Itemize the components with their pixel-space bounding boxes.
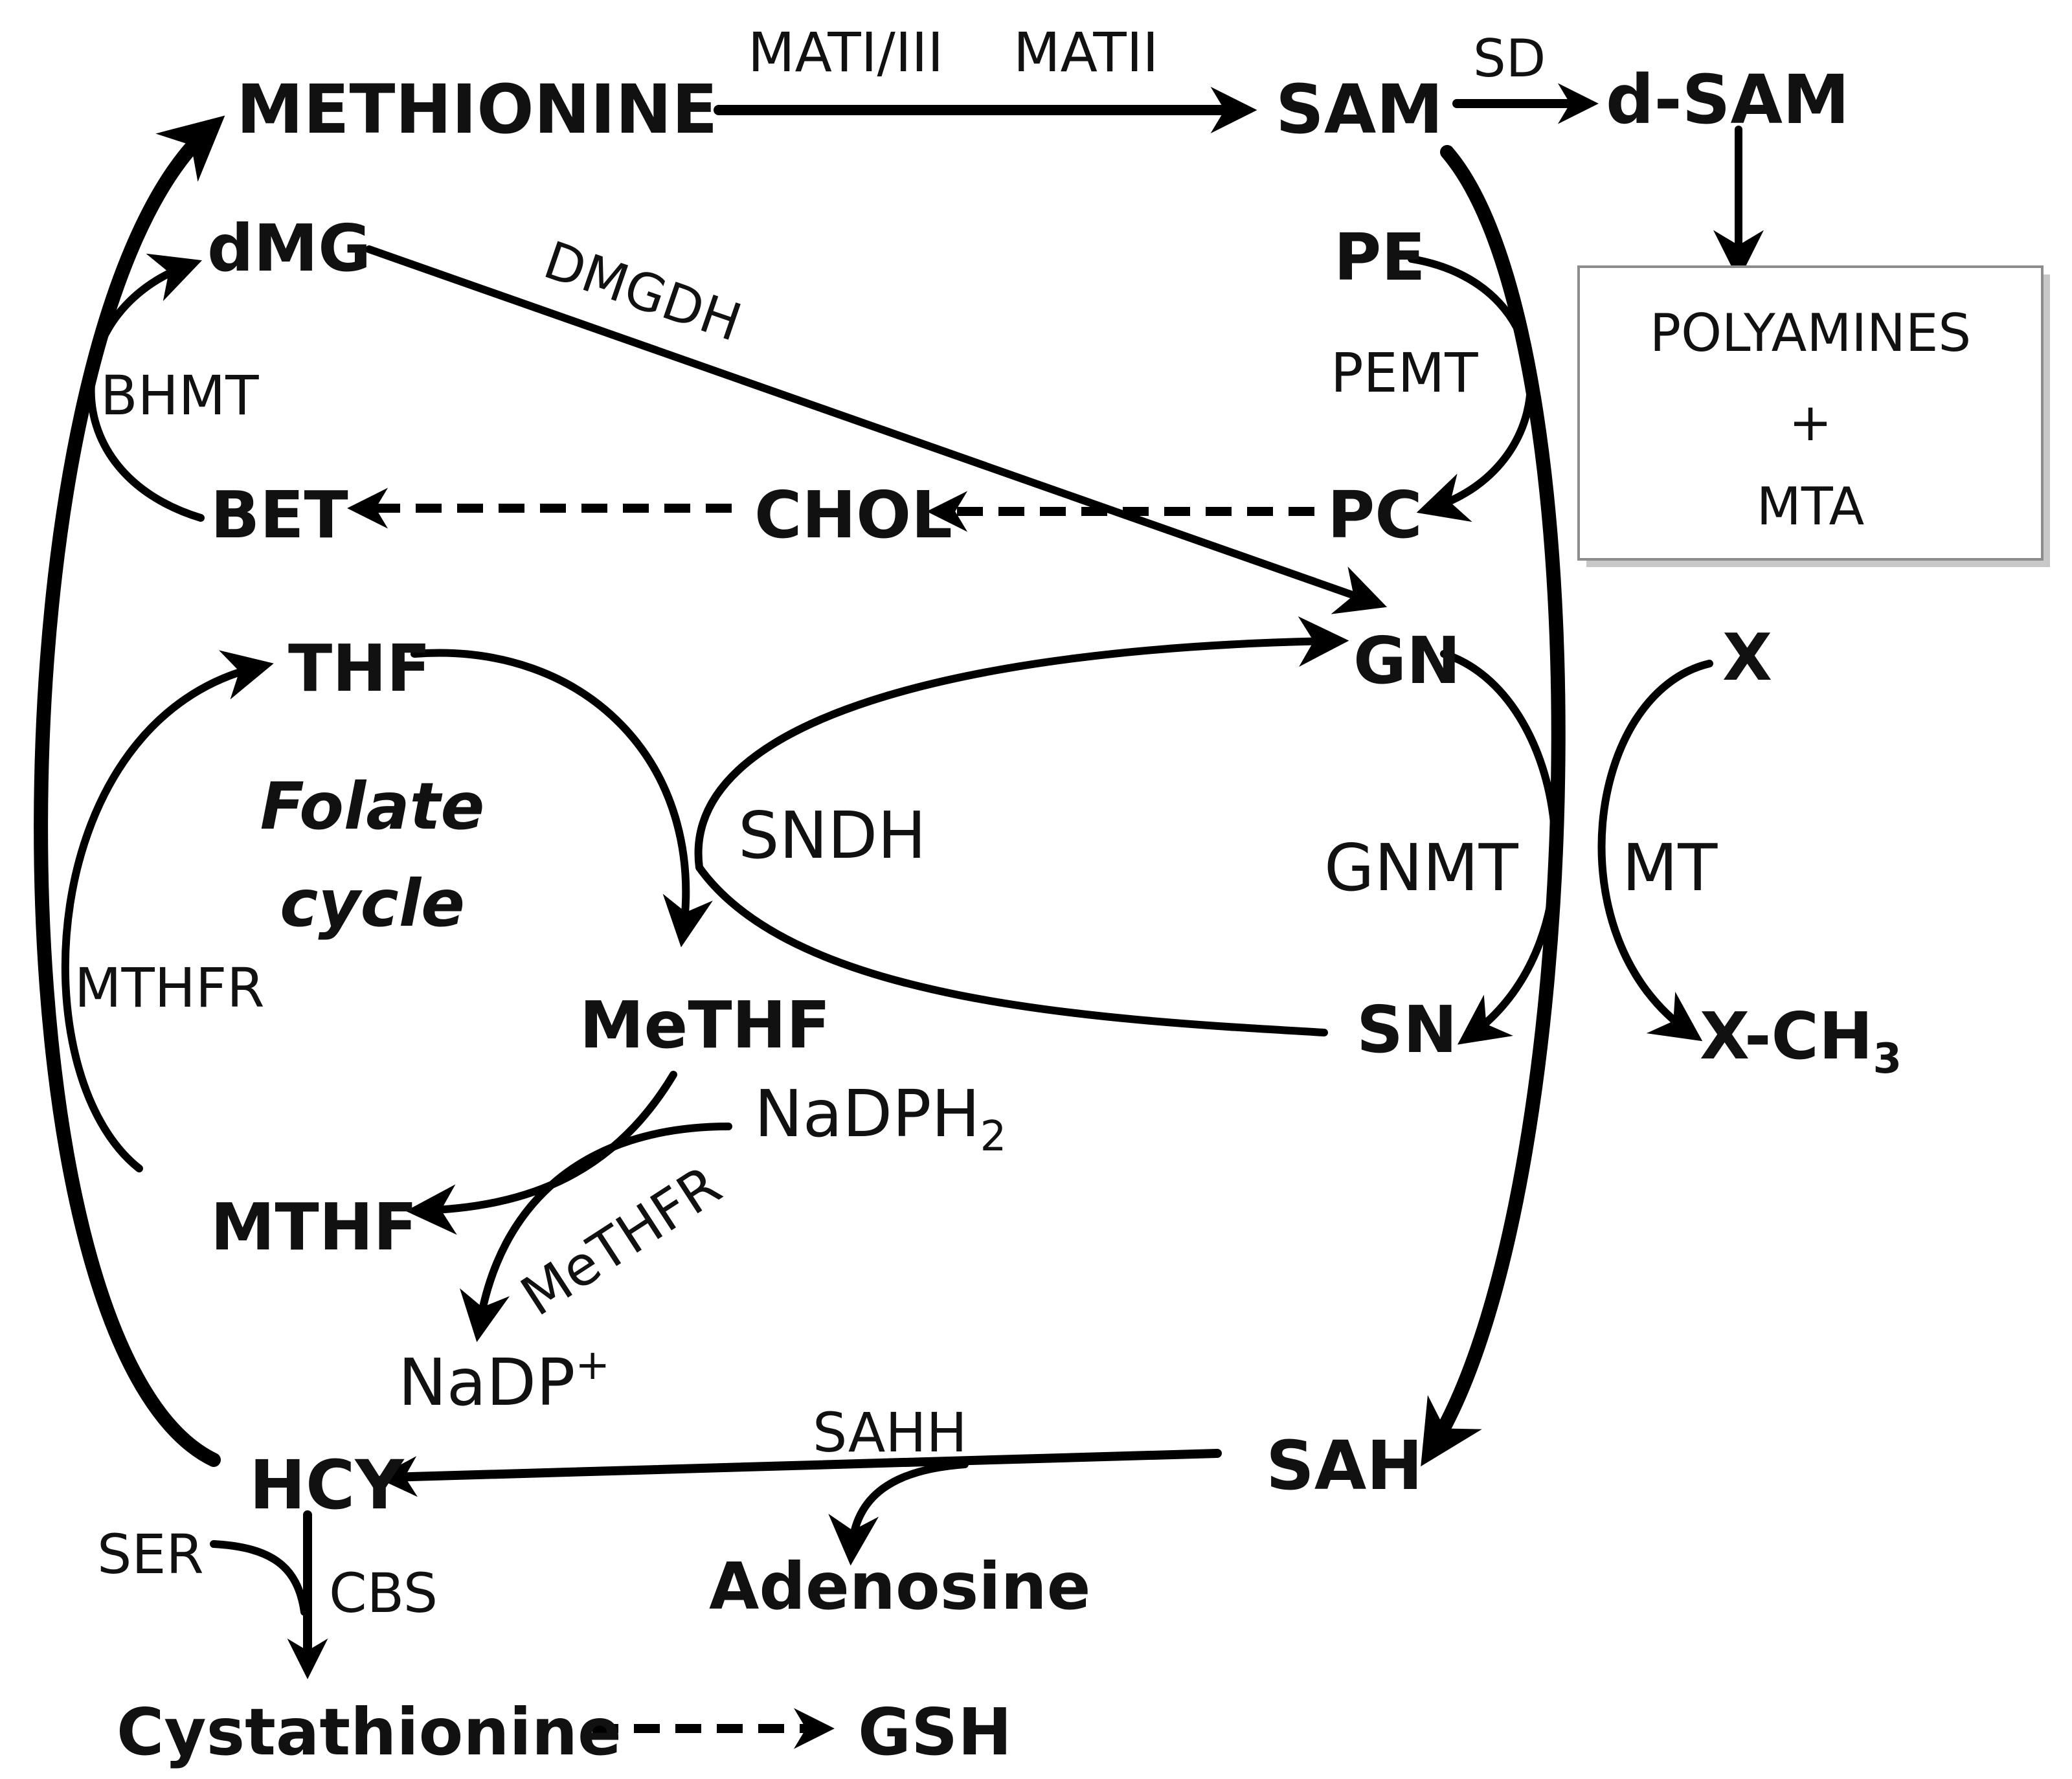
arrow-sahh-to-adenosine	[828, 1460, 969, 1566]
sahh-label: SAHH	[813, 1401, 967, 1464]
arrow-bet-to-dmg	[87, 253, 205, 522]
arrow-dmg-to-gn	[365, 245, 1388, 614]
dmg-label: dMG	[207, 210, 371, 286]
polyamines-label: POLYAMINES	[1650, 303, 1971, 363]
dsam-label: d-SAM	[1606, 60, 1850, 139]
dmgdh-label: DMGDH	[537, 230, 749, 353]
arrow-mthf-to-thf	[61, 650, 274, 1172]
pathway-arrows	[34, 83, 1764, 1749]
nadp-main: NaDP	[398, 1345, 575, 1420]
nadph2-main: NaDPH	[754, 1076, 980, 1152]
x-label: X	[1722, 620, 1772, 695]
arrow-ser-join	[210, 1540, 308, 1616]
xch3-label: X-CH3	[1700, 998, 1902, 1083]
hcy-label: HCY	[249, 1446, 405, 1525]
bet-label: BET	[210, 477, 348, 553]
ser-label: SER	[97, 1523, 204, 1586]
mthfr-label: MTHFR	[74, 956, 265, 1020]
cystathionine-label: Cystathionine	[117, 1694, 622, 1770]
methionine-label: METHIONINE	[236, 70, 717, 149]
arrow-sah-to-hcy	[376, 1449, 1222, 1497]
nadp-label: NaDP+	[398, 1341, 610, 1420]
arrow-gn-to-sn	[1440, 650, 1560, 1045]
mati-iii-label: MATI/III	[748, 21, 943, 84]
mthf-label: MTHF	[210, 1189, 418, 1265]
xch3-subscript: 3	[1873, 1035, 1902, 1083]
gn-label: GN	[1353, 623, 1461, 699]
arrow-hcy-to-methionine	[34, 115, 225, 1467]
gsh-label: GSH	[858, 1694, 1012, 1770]
mta-label: MTA	[1757, 476, 1865, 537]
sah-label: SAH	[1266, 1426, 1423, 1505]
arrow-thf-to-methf	[411, 649, 713, 948]
cbs-label: CBS	[329, 1561, 438, 1625]
polyamines-box-frame	[1577, 265, 2044, 561]
metabolite-labels: METHIONINE SAM d-SAM dMG PE BET CHOL PC …	[97, 60, 1902, 1770]
arrow-x-to-xch3	[1597, 660, 1713, 1042]
folate-label-line2: cycle	[280, 866, 465, 941]
mt-label: MT	[1622, 830, 1718, 906]
arrow-sam-to-sah	[1421, 145, 1566, 1467]
pe-label: PE	[1334, 219, 1426, 295]
methfr-label: MeTHFR	[510, 1154, 732, 1328]
sndh-label: SNDH	[738, 798, 926, 873]
chol-label: CHOL	[754, 477, 952, 553]
sam-label: SAM	[1276, 70, 1443, 149]
folate-cycle-label: Folate cycle	[260, 768, 485, 941]
gnmt-label: GNMT	[1324, 830, 1519, 906]
arrow-nadph2-to-nadp	[460, 1123, 732, 1343]
pc-label: PC	[1327, 477, 1423, 553]
thf-label: THF	[288, 631, 431, 706]
polyamines-plus-label: +	[1788, 392, 1832, 453]
arrow-sn-to-gn	[694, 616, 1349, 1036]
sd-label: SD	[1473, 28, 1546, 89]
arrow-methf-to-mthf	[405, 1071, 677, 1235]
nadph2-label: NaDPH2	[754, 1076, 1006, 1161]
polyamines-box: POLYAMINES + MTA	[1577, 265, 2050, 567]
nadph2-subscript: 2	[980, 1113, 1007, 1161]
sn-label: SN	[1357, 992, 1458, 1068]
bhmt-label: BHMT	[100, 364, 259, 427]
pemt-label: PEMT	[1331, 341, 1478, 405]
folate-label-line1: Folate	[260, 768, 485, 844]
adenosine-label: Adenosine	[709, 1549, 1091, 1624]
arrow-pe-to-pc	[1408, 255, 1535, 522]
matii-label: MATII	[1013, 21, 1158, 84]
methf-label: MeTHF	[580, 987, 831, 1063]
xch3-main: X-CH	[1700, 998, 1873, 1074]
nadp-superscript: +	[575, 1341, 610, 1389]
